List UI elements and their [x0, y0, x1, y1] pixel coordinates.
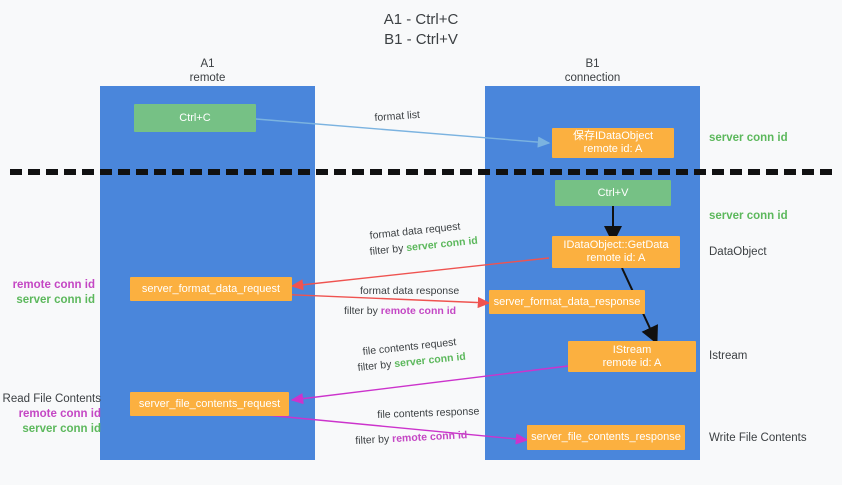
- label-server-conn-id-top: server conn id: [709, 132, 788, 144]
- box-server-file-contents-response[interactable]: server_file_contents_response: [527, 425, 685, 450]
- box-server-file-contents-request[interactable]: server_file_contents_request: [130, 392, 289, 416]
- box-save-idataobject[interactable]: 保存IDataObject remote id: A: [552, 128, 674, 158]
- box-istream-line2: remote id: A: [602, 356, 662, 369]
- lane-a1-sub: remote: [189, 72, 226, 84]
- box-ctrl-v-line1: Ctrl+V: [597, 186, 629, 199]
- title-line-2: B1 - Ctrl+V: [384, 31, 458, 48]
- left-conn-group-2: Read File Contents remote conn id server…: [0, 392, 101, 437]
- box-istream-line1: IStream: [612, 343, 652, 356]
- filter-prefix-2: filter by: [344, 305, 381, 317]
- box-istream[interactable]: IStream remote id: A: [568, 341, 696, 372]
- edge-label-file-contents-response-filter: filter by remote conn id: [355, 428, 468, 449]
- label-remote-conn-id-2: remote conn id: [18, 408, 101, 420]
- box-save-idataobject-line1: 保存IDataObject: [572, 130, 654, 142]
- box-ctrl-c-line1: Ctrl+C: [179, 111, 211, 124]
- label-write-file-contents: Write File Contents: [709, 432, 807, 444]
- lane-header-a1: A1 remote: [100, 57, 315, 85]
- label-remote-conn-id-1: remote conn id: [12, 279, 95, 291]
- edge-label-format-list: format list: [374, 108, 421, 124]
- label-server-conn-id-1: server conn id: [16, 294, 95, 306]
- filter-key-remote-conn-id-1: remote conn id: [380, 305, 457, 317]
- box-server-file-contents-request-label: server_file_contents_request: [138, 397, 281, 410]
- filter-prefix-1: filter by: [369, 242, 407, 258]
- filter-prefix-4: filter by: [355, 433, 393, 447]
- lane-header-b1: B1 connection: [485, 57, 700, 85]
- edge-label-file-contents-response: file contents response: [377, 405, 480, 421]
- box-server-file-contents-response-label: server_file_contents_response: [531, 431, 681, 443]
- lane-b1-sub: connection: [564, 72, 621, 84]
- filter-key-remote-conn-id-2: remote conn id: [391, 429, 468, 446]
- edge-label-format-data-response: format data response: [360, 285, 460, 297]
- box-server-format-data-request-label: server_format_data_request: [141, 282, 281, 295]
- box-server-format-data-response-label: server_format_data_response: [493, 295, 641, 308]
- box-idataobject-getdata-line2: remote id: A: [586, 252, 646, 264]
- box-server-format-data-response[interactable]: server_format_data_response: [489, 290, 645, 314]
- box-ctrl-v[interactable]: Ctrl+V: [555, 180, 671, 206]
- box-ctrl-c[interactable]: Ctrl+C: [134, 104, 256, 132]
- box-idataobject-getdata-line1: IDataObject::GetData: [563, 239, 669, 251]
- left-conn-group-1: remote conn id server conn id: [0, 278, 95, 308]
- label-server-conn-id-2: server conn id: [22, 423, 101, 435]
- lane-b1-name: B1: [585, 58, 600, 70]
- diagram-title: A1 - Ctrl+C B1 - Ctrl+V: [0, 10, 842, 50]
- label-dataobject: DataObject: [709, 246, 767, 258]
- label-read-file-contents: Read File Contents: [2, 393, 101, 405]
- box-idataobject-getdata[interactable]: IDataObject::GetData remote id: A: [552, 236, 680, 268]
- box-server-format-data-request[interactable]: server_format_data_request: [130, 277, 292, 301]
- phase-divider: [10, 169, 832, 175]
- filter-prefix-3: filter by: [357, 358, 395, 374]
- title-line-1: A1 - Ctrl+C: [383, 11, 459, 28]
- lane-a1-name: A1: [200, 58, 215, 70]
- box-save-idataobject-line2: remote id: A: [583, 143, 643, 155]
- label-istream: Istream: [709, 350, 748, 362]
- label-server-conn-id-second: server conn id: [709, 210, 788, 222]
- edge-label-format-data-response-filter: filter by remote conn id: [344, 304, 456, 319]
